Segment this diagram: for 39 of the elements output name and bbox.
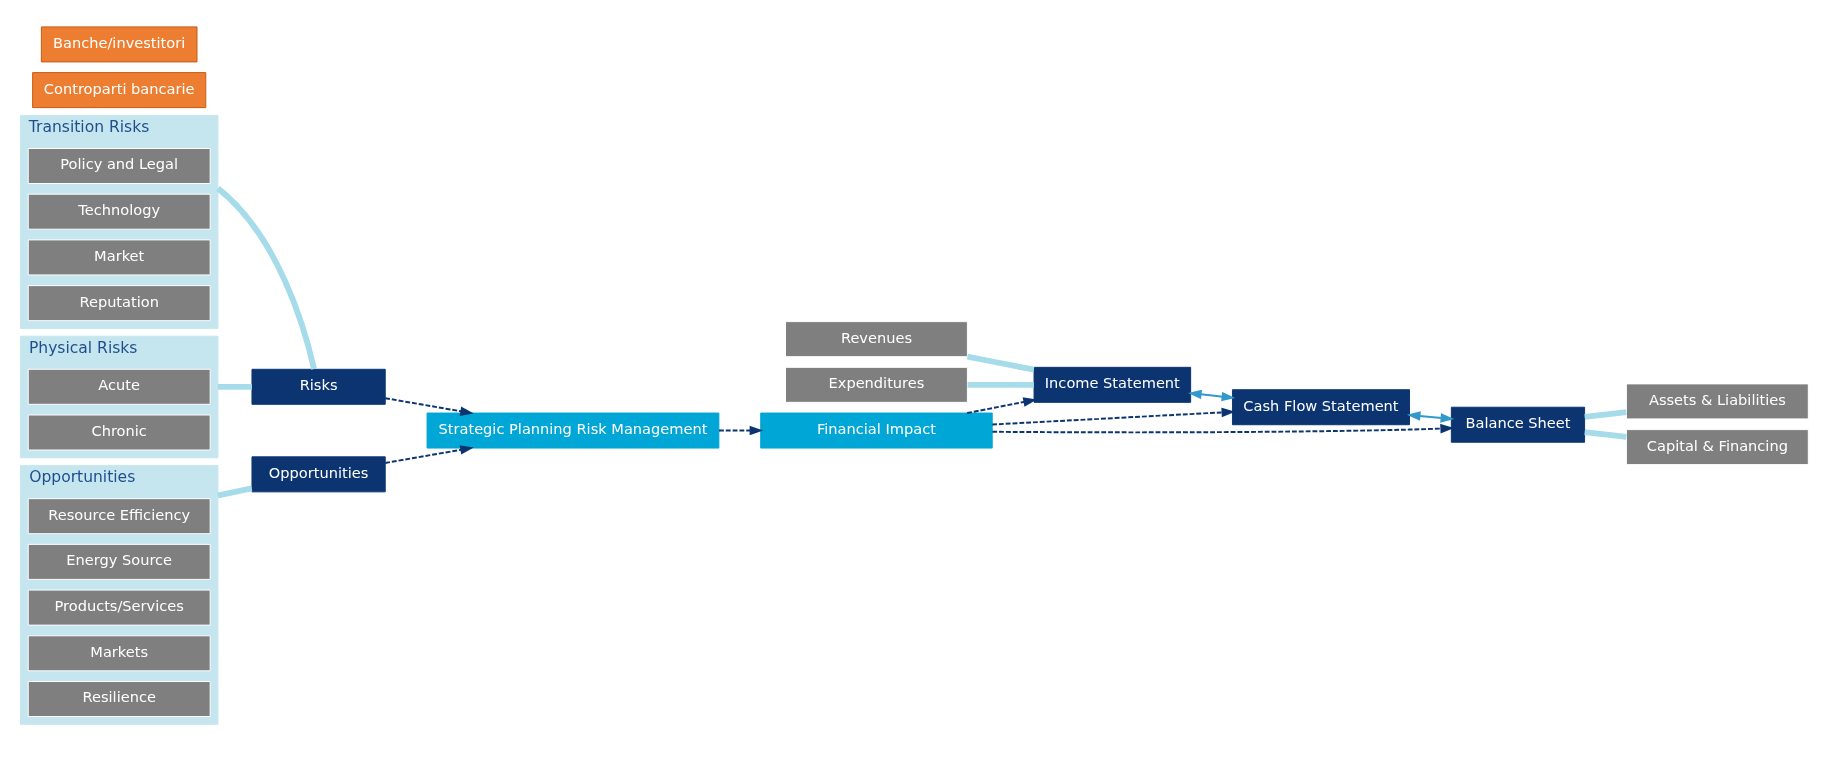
node-box: Resilience — [27, 681, 211, 718]
arrow — [718, 425, 764, 436]
arrow — [1406, 411, 1455, 423]
arrow — [966, 397, 1037, 414]
node-box: Income Statement — [1033, 366, 1192, 403]
connector — [217, 383, 252, 390]
node-box: Capital & Financing — [1625, 429, 1809, 466]
node-box: Opportunities — [251, 456, 386, 493]
node-box: Reputation — [27, 285, 211, 322]
node-box: Market — [27, 239, 211, 276]
node-box: Resource Efficiency — [27, 498, 211, 535]
arrow — [384, 445, 474, 464]
node-box: Strategic Planning Risk Management — [426, 412, 720, 449]
arrow — [384, 397, 474, 416]
connector — [967, 381, 1034, 388]
node-box: Technology — [27, 193, 211, 230]
node-box: Energy Source — [27, 543, 211, 580]
arrow — [991, 423, 1455, 434]
node-box: Markets — [27, 635, 211, 672]
node-box: Cash Flow Statement — [1232, 389, 1410, 426]
arrow — [1187, 389, 1236, 402]
node-box: Controparti bancarie — [32, 72, 207, 109]
node-box: Assets & Liabilities — [1625, 383, 1809, 420]
node-box: Financial Impact — [760, 412, 993, 449]
connector — [1584, 409, 1627, 420]
connector — [217, 485, 253, 499]
node-box: Chronic — [27, 414, 211, 451]
node-box: Expenditures — [785, 366, 968, 403]
connector — [216, 186, 317, 370]
node-box: Products/Services — [27, 589, 211, 626]
node-box: Balance Sheet — [1450, 406, 1586, 443]
connector — [1584, 429, 1627, 440]
node-box: Revenues — [785, 321, 968, 358]
node-box: Risks — [251, 368, 386, 405]
node-box: Banche/investitori — [40, 26, 198, 63]
arrow — [991, 407, 1236, 426]
node-box: Policy and Legal — [27, 148, 211, 184]
node-box: Acute — [27, 368, 211, 405]
connector — [966, 353, 1035, 373]
